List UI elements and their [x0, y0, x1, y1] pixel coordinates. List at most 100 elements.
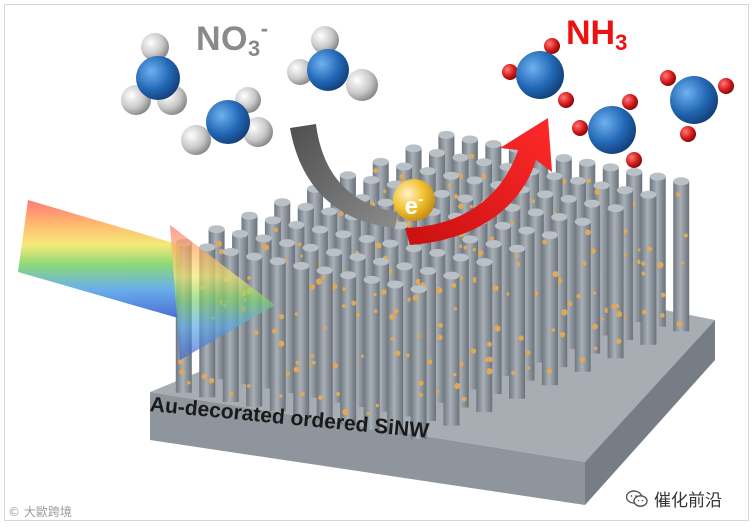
- gold-nanoparticle: [594, 188, 601, 195]
- gold-nanoparticle: [438, 322, 443, 328]
- nanowire-top: [443, 171, 460, 180]
- nanowire-top: [335, 230, 352, 239]
- gold-nanoparticle: [454, 383, 461, 390]
- nanowire-top: [504, 203, 521, 212]
- nanowire-top: [527, 208, 544, 217]
- nanowire-top: [339, 171, 356, 180]
- gold-nanoparticle: [600, 317, 604, 322]
- nanowire-body: [574, 221, 591, 372]
- gold-nanoparticle: [381, 289, 387, 295]
- nanowire-top: [405, 244, 422, 253]
- nanowire-top: [579, 158, 596, 167]
- nanowire-body: [443, 275, 460, 426]
- gold-nanoparticle: [394, 350, 401, 356]
- gold-nanoparticle: [551, 328, 556, 333]
- nanowire-top: [208, 225, 225, 234]
- nanowire-top: [405, 144, 422, 153]
- nanowire-top: [462, 235, 479, 244]
- gold-nanoparticle: [253, 330, 259, 336]
- gold-nanoparticle: [451, 283, 457, 288]
- gold-nanoparticle: [660, 313, 665, 318]
- nanowire-top: [509, 244, 526, 253]
- nanowire-top: [321, 207, 338, 216]
- nanowire-top: [279, 239, 296, 248]
- nanowire-top: [551, 213, 568, 222]
- gold-nanoparticle: [515, 254, 519, 258]
- gold-nanoparticle: [579, 356, 586, 363]
- gold-nanoparticle: [406, 221, 412, 227]
- nanowire-top: [246, 252, 263, 261]
- nanowire-top: [476, 258, 493, 267]
- gold-nanoparticle: [412, 294, 419, 301]
- nanowire-top: [649, 172, 666, 181]
- gold-nanoparticle: [657, 261, 664, 269]
- nanowire-top: [569, 176, 586, 185]
- gold-nanoparticle: [552, 271, 559, 278]
- nanowire: [410, 285, 427, 440]
- gold-nanoparticle: [342, 409, 349, 416]
- nanowire-top: [419, 267, 436, 276]
- nanowire: [640, 190, 657, 345]
- nanowire-body: [293, 265, 310, 416]
- nanowire-top: [326, 248, 343, 257]
- gold-nanoparticle: [660, 292, 666, 298]
- gold-nanoparticle: [636, 259, 642, 265]
- reactant-label-subscript: 3: [248, 36, 261, 61]
- nanowire-top: [593, 181, 610, 190]
- nanowire-top: [541, 231, 558, 240]
- nanowire-top: [433, 189, 450, 198]
- nanowire-top: [429, 148, 446, 157]
- gold-nanoparticle: [318, 395, 323, 401]
- light-beam: [18, 200, 275, 360]
- gold-nanoparticle: [584, 229, 591, 236]
- gold-nanoparticle: [566, 301, 573, 307]
- gold-nanoparticle: [486, 341, 492, 347]
- nanowire-top: [574, 217, 591, 226]
- gold-nanoparticle: [486, 368, 493, 375]
- gold-nanoparticle: [208, 377, 215, 384]
- gold-nanoparticle: [309, 284, 315, 290]
- nanowire-top: [363, 275, 380, 284]
- gold-nanoparticle: [676, 321, 683, 328]
- nanowire-top: [626, 168, 643, 177]
- gold-nanoparticle: [542, 239, 548, 245]
- nanowire-top: [466, 176, 483, 185]
- nanowire-top: [255, 234, 272, 243]
- nanowire-top: [476, 158, 493, 167]
- gold-nanoparticle: [561, 309, 568, 316]
- nanowire-body: [363, 279, 380, 430]
- nanowire-top: [602, 163, 619, 172]
- gold-nanoparticle: [335, 391, 340, 396]
- gold-nanoparticle: [646, 246, 653, 252]
- reactant-label-main: NO: [196, 20, 248, 58]
- nanowire-top: [419, 167, 436, 176]
- gold-nanoparticle: [546, 368, 553, 374]
- gold-nanoparticle: [470, 348, 477, 354]
- gold-nanoparticle: [310, 354, 315, 358]
- nitrate-molecule-1: [121, 33, 187, 115]
- nanowire-top: [537, 190, 554, 199]
- product-label: NH3: [566, 14, 627, 56]
- nanowire: [476, 258, 493, 413]
- nanowire-top: [377, 198, 394, 207]
- gold-nanoparticle: [179, 369, 185, 375]
- nanowire-top: [382, 239, 399, 248]
- nanowire: [246, 252, 263, 407]
- nanowire: [269, 257, 286, 412]
- gold-nanoparticle: [611, 303, 617, 309]
- nanowire-top: [340, 271, 357, 280]
- gold-nanoparticle: [492, 285, 499, 292]
- electron-label: e-: [392, 180, 436, 220]
- gold-nanoparticle: [581, 261, 587, 266]
- light-beam-head: [170, 225, 275, 360]
- nanowire-top: [584, 199, 601, 208]
- gold-nanoparticle: [383, 189, 387, 194]
- nanowire-top: [546, 172, 563, 181]
- gold-nanoparticle: [680, 261, 685, 265]
- nanowire-top: [274, 198, 291, 207]
- gold-nanoparticle: [426, 359, 433, 365]
- nanowire-top: [396, 262, 413, 271]
- gold-nanoparticle: [481, 175, 487, 180]
- gold-nanoparticle: [315, 278, 323, 285]
- nanowire-body: [340, 275, 357, 426]
